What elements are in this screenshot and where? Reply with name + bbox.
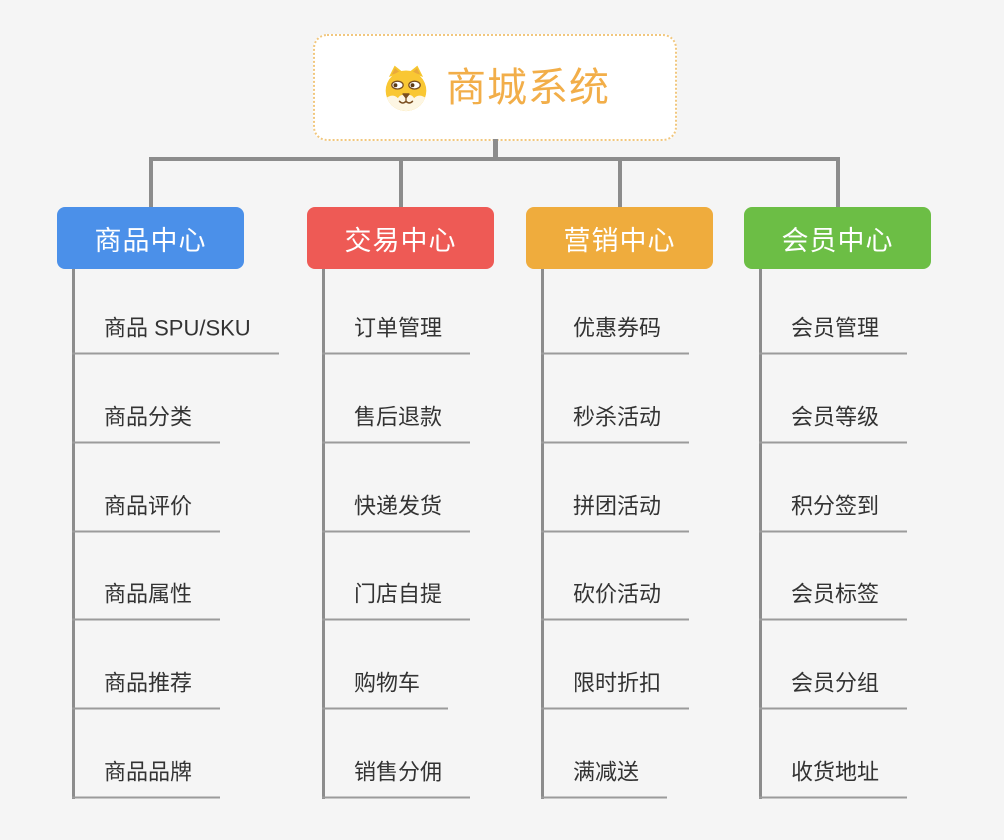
leaf-label: 售后退款: [354, 404, 443, 430]
leaf-label: 会员标签: [791, 581, 880, 607]
leaf-node[interactable]: 会员管理: [759, 315, 908, 354]
branch-column-1: 商品中心 商品 SPU/SKU 商品分类 商品评价 商品属性 商品推荐 商品品牌: [57, 161, 297, 827]
branch-trunk-line: [72, 269, 75, 799]
branch-column-3: 营销中心 优惠券码 秒杀活动 拼团活动 砍价活动 限时折扣 满减送: [526, 161, 766, 827]
connector-root-stem: [493, 139, 498, 161]
connector-bus-line: [149, 157, 840, 161]
leaf-node[interactable]: 限时折扣: [541, 670, 690, 709]
leaf-node[interactable]: 商品评价: [72, 493, 221, 532]
leaf-label: 商品 SPU/SKU: [104, 315, 251, 341]
branch-label: 交易中心: [344, 225, 457, 256]
leaf-label: 会员等级: [791, 404, 880, 430]
branch-header[interactable]: 会员中心: [744, 207, 931, 269]
leaf-label: 满减送: [573, 759, 640, 785]
leaf-label: 限时折扣: [573, 670, 662, 696]
leaf-label: 拼团活动: [573, 493, 662, 519]
leaf-node[interactable]: 销售分佣: [322, 759, 471, 798]
leaf-label: 商品分类: [104, 404, 193, 430]
leaf-node[interactable]: 满减送: [541, 759, 668, 798]
leaf-label: 门店自提: [354, 581, 443, 607]
leaf-node[interactable]: 砍价活动: [541, 581, 690, 620]
leaf-node[interactable]: 商品 SPU/SKU: [72, 315, 279, 354]
leaf-node[interactable]: 会员标签: [759, 581, 908, 620]
leaf-node[interactable]: 积分签到: [759, 493, 908, 532]
leaf-node[interactable]: 商品品牌: [72, 759, 221, 798]
leaf-node[interactable]: 收货地址: [759, 759, 908, 798]
leaf-node[interactable]: 秒杀活动: [541, 404, 690, 443]
connector-branch-drop: [618, 161, 622, 207]
connector-branch-drop: [149, 161, 153, 207]
branch-label: 会员中心: [781, 225, 894, 256]
branch-column-2: 交易中心 订单管理 售后退款 快递发货 门店自提 购物车 销售分佣: [307, 161, 547, 827]
branch-column-4: 会员中心 会员管理 会员等级 积分签到 会员标签 会员分组 收货地址: [744, 161, 984, 827]
branch-trunk-line: [759, 269, 762, 799]
leaf-node[interactable]: 购物车: [322, 670, 449, 709]
leaf-node[interactable]: 快递发货: [322, 493, 471, 532]
leaf-label: 订单管理: [354, 315, 443, 341]
leaf-label: 商品评价: [104, 493, 193, 519]
branch-header[interactable]: 商品中心: [57, 207, 244, 269]
leaf-label: 快递发货: [354, 493, 443, 519]
shiba-dog-icon: [380, 63, 432, 112]
leaf-label: 会员管理: [791, 315, 880, 341]
branch-label: 商品中心: [94, 225, 207, 256]
leaf-label: 商品品牌: [104, 759, 193, 785]
leaf-label: 优惠券码: [573, 315, 662, 341]
leaf-node[interactable]: 门店自提: [322, 581, 471, 620]
leaf-node[interactable]: 商品推荐: [72, 670, 221, 709]
leaf-label: 商品属性: [104, 581, 193, 607]
leaf-node[interactable]: 会员等级: [759, 404, 908, 443]
branch-trunk-line: [541, 269, 544, 799]
branch-label: 营销中心: [563, 225, 676, 256]
branch-trunk-line: [322, 269, 325, 799]
leaf-label: 商品推荐: [104, 670, 193, 696]
leaf-label: 秒杀活动: [573, 404, 662, 430]
leaf-label: 会员分组: [791, 670, 880, 696]
leaf-node[interactable]: 售后退款: [322, 404, 471, 443]
leaf-node[interactable]: 商品属性: [72, 581, 221, 620]
leaf-label: 积分签到: [791, 493, 880, 519]
leaf-node[interactable]: 优惠券码: [541, 315, 690, 354]
leaf-label: 销售分佣: [354, 759, 443, 785]
connector-branch-drop: [399, 161, 403, 207]
leaf-node[interactable]: 订单管理: [322, 315, 471, 354]
leaf-node[interactable]: 商品分类: [72, 404, 221, 443]
leaf-label: 购物车: [354, 670, 421, 696]
leaf-node[interactable]: 会员分组: [759, 670, 908, 709]
branch-header[interactable]: 营销中心: [526, 207, 713, 269]
root-title: 商城系统: [446, 65, 610, 110]
branch-header[interactable]: 交易中心: [307, 207, 494, 269]
leaf-label: 砍价活动: [573, 581, 662, 607]
leaf-label: 收货地址: [791, 759, 880, 785]
connector-branch-drop: [836, 161, 840, 207]
leaf-node[interactable]: 拼团活动: [541, 493, 690, 532]
root-node[interactable]: 商城系统: [313, 34, 677, 141]
